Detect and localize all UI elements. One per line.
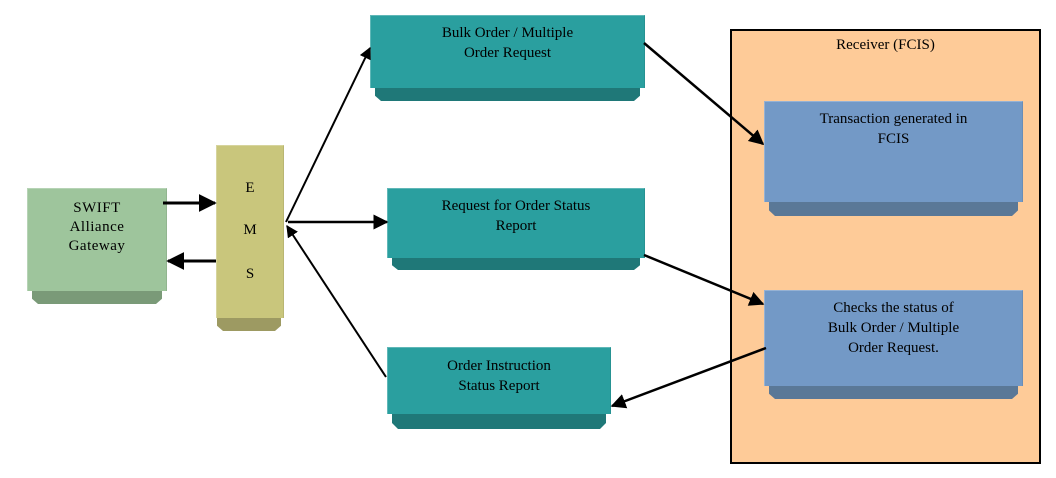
bulk-order-node-shadow [375,88,640,101]
order-instruction-status-report-node: Order Instruction Status Report [387,347,611,429]
request-status-node-shadow [392,258,640,270]
ems-letter-m: M [243,222,257,238]
bulk-order-node-label: Bulk Order / Multiple Order Request [441,25,574,61]
transaction-generated-node: Transaction generated in FCIS [764,101,1023,216]
ems-letter-e: E [245,180,255,196]
arrow-request-status-to-checks [643,253,765,306]
arrow-bulk-order-to-transaction [643,42,765,145]
swift-alliance-gateway-node: SWIFT Alliance Gateway [27,188,167,304]
checks-node-shadow [769,386,1018,399]
bulk-order-request-node: Bulk Order / Multiple Order Request [370,15,645,101]
ems-node: E M S [216,145,284,331]
order-instruction-node-shadow [392,414,606,429]
order-instruction-node-label: Order Instruction Status Report [447,358,551,394]
transaction-node-shadow [769,202,1018,216]
ems-letter-s: S [245,266,255,282]
swift-node-shadow [32,291,162,304]
checks-node-face [764,290,1023,386]
transaction-node-label: Transaction generated in FCIS [819,111,968,147]
arrow-checks-to-order-instruction [610,346,767,409]
swift-node-face [27,188,167,291]
request-order-status-node: Request for Order Status Report [387,188,645,270]
bulk-order-node-face [370,15,645,88]
ems-node-shadow [217,318,281,331]
order-instruction-node-face [387,347,611,414]
receiver-title: Receiver (FCIS) [836,37,935,53]
ems-node-face [216,145,284,318]
request-status-node-face [387,188,645,258]
request-status-node-label: Request for Order Status Report [441,198,591,234]
swift-node-label: SWIFT Alliance Gateway [68,200,126,254]
checks-status-node: Checks the status of Bulk Order / Multip… [764,290,1023,399]
arrow-order-instruction-to-ems [286,224,387,378]
checks-node-label: Checks the status of Bulk Order / Multip… [827,300,960,356]
transaction-node-face [764,101,1023,202]
arrow-ems-to-bulk-order [285,46,371,223]
